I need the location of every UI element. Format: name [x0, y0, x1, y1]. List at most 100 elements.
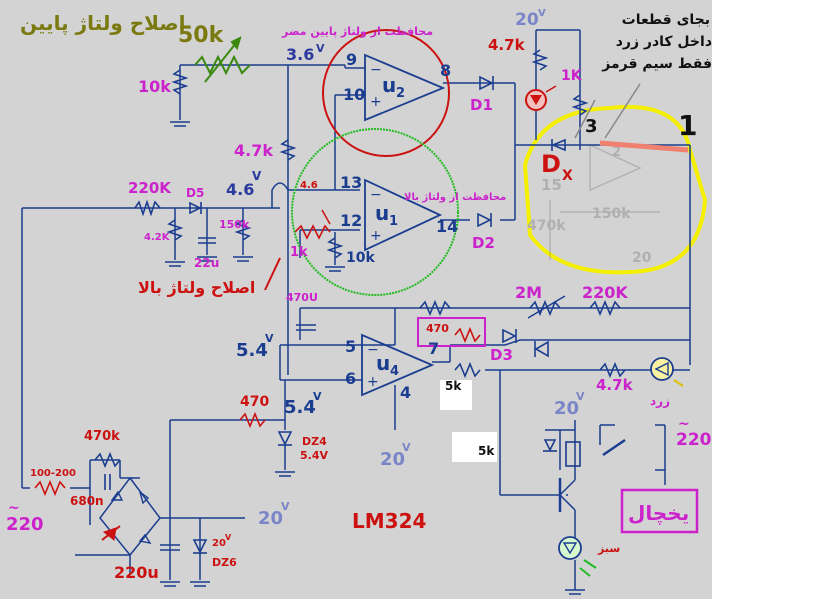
r-470k-label: 470k — [84, 429, 120, 444]
ghost-label-150k: 150k — [592, 206, 631, 222]
v-5-4-a-unit: V — [265, 332, 274, 345]
opamp-u2: − + — [364, 53, 446, 122]
v-4-6-small: 4.6 — [300, 180, 318, 191]
ghost-label-15: 15 — [541, 176, 562, 194]
r-10k-mid-label: 10k — [346, 250, 375, 266]
capacitor-symbols — [104, 237, 316, 551]
r-1k-mid-label: 1k — [290, 245, 308, 260]
pin-14: 14 — [436, 217, 458, 236]
relay-contacts — [602, 438, 626, 457]
pin-4: 4 — [400, 383, 411, 402]
r-150k-label: 150k — [219, 218, 250, 231]
wiring — [21, 29, 691, 590]
u4-label: u — [376, 351, 390, 375]
resistor-470-mid — [239, 411, 266, 429]
v-5-4-b-label: 5.4 — [284, 397, 316, 418]
r-1k-label: 1K — [561, 68, 583, 84]
u2-sub: 2 — [396, 86, 405, 101]
diode-d3 — [502, 328, 517, 344]
pot-50k — [194, 36, 251, 83]
pin-8: 8 — [440, 61, 451, 80]
u1-label: u — [375, 201, 389, 225]
v20-bot-unit: V — [281, 500, 290, 513]
white-patch-1 — [440, 380, 472, 410]
high-adjust-label: اصلاح ولتاژ بالا — [138, 278, 255, 297]
resistor-r-2 — [419, 299, 451, 317]
svg-text:+: + — [367, 374, 379, 390]
v20-top: 20 — [515, 10, 539, 30]
diode-d1 — [479, 75, 494, 91]
resistor-10k-top — [171, 69, 189, 95]
c-220u-label: 220u — [114, 563, 159, 582]
v-4-6-label: 4.6 — [226, 180, 254, 199]
r-4-7k-bot-label: 4.7k — [596, 376, 634, 394]
yellow-highlight — [522, 105, 708, 275]
v20-bot: 20 — [258, 508, 283, 529]
r-4-7k-mid-label: 4.7k — [234, 141, 273, 160]
led-yellow — [650, 357, 684, 387]
white-patch-2 — [452, 432, 497, 462]
note-arrow-2 — [604, 83, 641, 139]
svg-text:−: − — [370, 62, 382, 78]
v20-top-unit: V — [538, 8, 546, 19]
r-220k-b-label: 220K — [582, 283, 628, 302]
pin-7: 7 — [428, 339, 439, 358]
resistor-4-2k — [166, 219, 184, 241]
diagram-background — [0, 0, 712, 599]
svg-text:−: − — [367, 342, 379, 358]
c-680n-label: 680n — [70, 494, 104, 508]
v-5-4-b-unit: V — [313, 390, 322, 403]
green-led-label: سبز — [597, 542, 620, 555]
note-line-2: داخل کادر زرد — [616, 34, 712, 50]
v20-dz6: 20 — [212, 538, 226, 549]
high-protect-label: محافظت از ولتاژ بالا — [404, 192, 506, 203]
u2-label: u — [382, 73, 396, 97]
dz4-label: DZ4 — [302, 435, 327, 448]
led-green — [558, 536, 597, 577]
r-5k-a-label: 5k — [445, 379, 462, 393]
d5-label: D5 — [186, 186, 204, 200]
u4-sub: 4 — [390, 364, 399, 379]
d1-label: D1 — [470, 96, 493, 114]
ghost-label-20: 20 — [632, 250, 652, 266]
u1-sub: 1 — [389, 214, 398, 229]
transistor-node — [566, 494, 568, 496]
r-470-mid-label: 470 — [240, 394, 269, 410]
low-adjust-label: اصلاح ولتاژ پایین — [20, 11, 186, 36]
red-circle-u2 — [322, 29, 450, 157]
pot-1k — [294, 224, 331, 240]
note-line-3: فقط سیم قرمز — [601, 56, 712, 72]
red-wire — [599, 140, 689, 153]
r-5k-b-label: 5k — [478, 444, 495, 458]
ground-symbols — [160, 121, 585, 595]
resistor-220k-b — [589, 299, 621, 317]
dx-label: D — [541, 150, 561, 178]
pin-9: 9 — [346, 50, 357, 69]
green-circle-u1 — [291, 128, 459, 296]
v20-right: 20 — [554, 398, 579, 419]
c-470u-label: 470U — [286, 291, 318, 304]
pot-2m-arrow — [527, 295, 566, 319]
v220-left: 220 — [6, 514, 44, 535]
relay-diode — [543, 439, 557, 452]
note-line-1: بجای قطعات — [622, 12, 710, 28]
v-4-6-unit: V — [252, 169, 262, 183]
v220-left-tilde: ~ — [8, 500, 20, 516]
relay-coil — [565, 441, 581, 467]
resistor-10k-mid — [326, 237, 344, 259]
svg-text:+: + — [370, 94, 382, 110]
zener-dz4 — [277, 431, 293, 446]
resistor-470k — [94, 451, 121, 469]
ghost-label-2: 2 — [612, 145, 621, 160]
d3-label: D3 — [490, 346, 513, 364]
resistor-220k — [134, 199, 161, 217]
yellow-led-label: زرد — [650, 394, 670, 408]
diode-d5 — [189, 201, 202, 215]
v20-dz6-unit: V — [225, 533, 232, 542]
d2-label: D2 — [472, 234, 495, 252]
v220-right: 220 — [676, 430, 712, 450]
pot-50k-label: 50k — [178, 23, 225, 48]
pin-13: 13 — [340, 173, 362, 192]
